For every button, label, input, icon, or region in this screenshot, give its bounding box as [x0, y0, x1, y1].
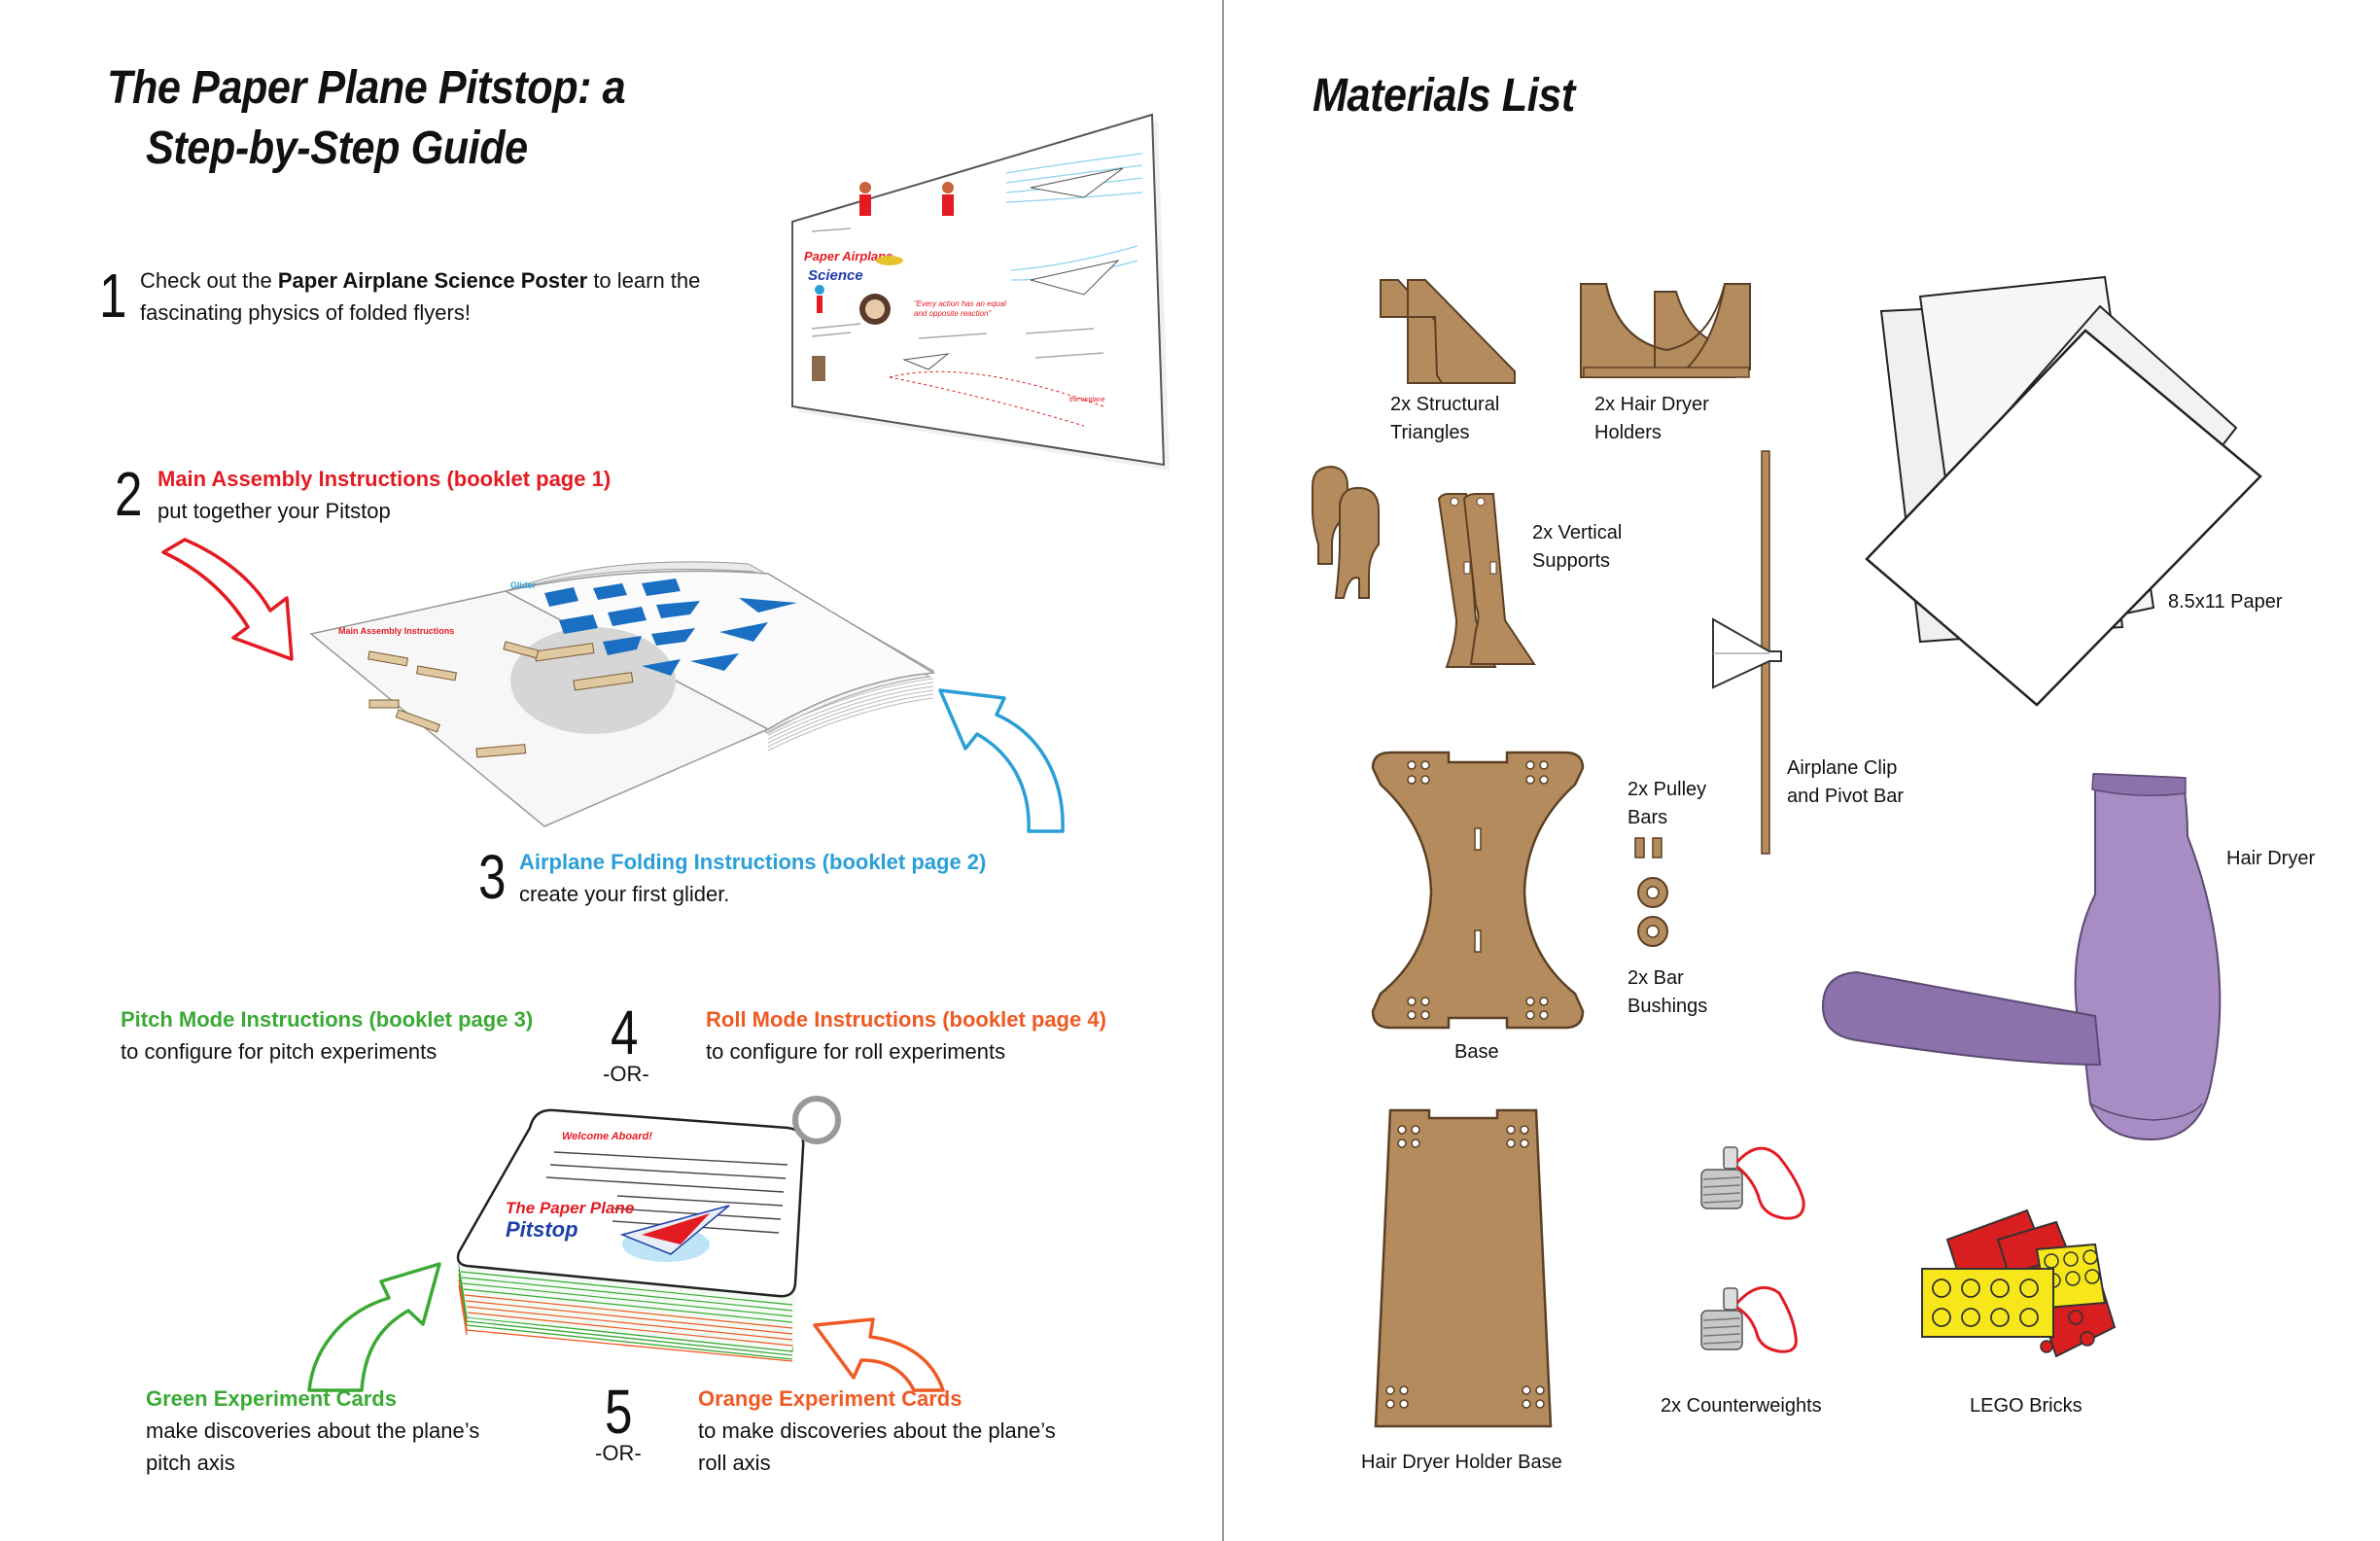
- step-5-orange-body1: to make discoveries about the plane’s: [698, 1418, 1056, 1443]
- step-2-heading: Main Assembly Instructions (booklet page…: [158, 467, 612, 491]
- pulley-bars-label-2: Bars: [1628, 807, 1668, 828]
- step-2-text: Main Assembly Instructions (booklet page…: [158, 463, 611, 527]
- lego-bricks-label: LEGO Bricks: [1970, 1395, 2082, 1417]
- structural-triangles-label-1: 2x Structural: [1390, 394, 1500, 415]
- step-5-orange-heading: Orange Experiment Cards: [698, 1386, 962, 1411]
- svg-text:“Every action has an equal: “Every action has an equal: [914, 299, 1006, 308]
- step-5-green-body1: make discoveries about the plane’s: [146, 1418, 480, 1443]
- step-5-green-text: Green Experiment Cards make discoveries …: [146, 1383, 479, 1479]
- step-5-green-heading: Green Experiment Cards: [146, 1386, 397, 1411]
- step-1-text-line2: fascinating physics of folded flyers!: [140, 300, 471, 325]
- structural-triangles-label-2: Triangles: [1390, 422, 1470, 443]
- step-4-pitch-body: to configure for pitch experiments: [121, 1039, 438, 1064]
- page-divider: [1222, 0, 1224, 1541]
- hair-dryer-holders-label-1: 2x Hair Dryer: [1594, 394, 1709, 415]
- pulley-bars-part: [1634, 837, 1662, 858]
- hair-dryer-holder-base-part: [1374, 1108, 1553, 1428]
- step-3-body: create your first glider.: [519, 882, 730, 906]
- red-arrow-icon: [161, 538, 294, 661]
- hair-dryer-label: Hair Dryer: [2226, 848, 2316, 869]
- blue-arrow-icon: [938, 688, 1065, 833]
- step-3-heading: Airplane Folding Instructions (booklet p…: [519, 850, 987, 874]
- svg-text:Glider: Glider: [510, 580, 537, 590]
- airplane-clip-label: Airplane Clip and Pivot Bar: [1787, 754, 1904, 811]
- guide-title-line2: Step-by-Step Guide: [146, 123, 528, 174]
- orange-arrow-icon: [813, 1317, 945, 1392]
- airplane-clip-label-2: and Pivot Bar: [1787, 786, 1905, 807]
- vertical-supports-label-1: 2x Vertical: [1532, 522, 1623, 543]
- paper-label: 8.5x11 Paper: [2168, 591, 2283, 613]
- step-1-text: Check out the Paper Airplane Science Pos…: [140, 264, 700, 329]
- poster-title-1: Paper Airplane: [804, 249, 892, 263]
- step-4-roll-text: Roll Mode Instructions (booklet page 4) …: [706, 1003, 1106, 1068]
- structural-triangles-part: [1380, 279, 1516, 384]
- bar-bushings-label-2: Bushings: [1628, 996, 1708, 1017]
- hair-dryer-holders-part: [1580, 283, 1751, 378]
- step-4-pitch-text: Pitch Mode Instructions (booklet page 3)…: [121, 1003, 533, 1068]
- airplane-clip-pivot-bar-part: [1712, 450, 1782, 855]
- hair-dryer-holders-label-2: Holders: [1594, 422, 1662, 443]
- svg-text:Main Assembly Instructions: Main Assembly Instructions: [338, 626, 454, 636]
- step-4-roll-heading: Roll Mode Instructions (booklet page 4): [706, 1007, 1106, 1032]
- svg-text:and opposite reaction”: and opposite reaction”: [914, 309, 992, 318]
- step-3-text: Airplane Folding Instructions (booklet p…: [519, 846, 986, 910]
- bar-bushings-part: [1637, 877, 1668, 947]
- base-part: [1371, 751, 1585, 1030]
- paper-stack-part: [1865, 275, 2262, 707]
- step-1-number: 1: [99, 261, 127, 331]
- step-4-pitch-heading: Pitch Mode Instructions (booklet page 3): [121, 1007, 534, 1032]
- poster-title-2: Science: [808, 267, 863, 284]
- vertical-supports-label-2: Supports: [1532, 550, 1611, 572]
- step-1-text-post: to learn the: [587, 268, 701, 293]
- science-poster-illustration: Paper Airplane Science “Every action has…: [791, 113, 1170, 471]
- bar-bushings-label-1: 2x Bar: [1628, 967, 1684, 989]
- step-4-number: 4: [611, 998, 639, 1068]
- lego-bricks-part: [1921, 1208, 2117, 1358]
- experiment-cards-illustration: Welcome Aboard! The Paper Plane Pitstop: [456, 1096, 841, 1362]
- step-5-or: -OR-: [595, 1441, 642, 1465]
- materials-title: Materials List: [1312, 70, 1575, 122]
- assembly-booklet-illustration: Main Assembly Instructions Glider: [309, 561, 936, 827]
- step-4-roll-body: to configure for roll experiments: [706, 1039, 1006, 1064]
- base-label: Base: [1454, 1041, 1499, 1063]
- pulley-bars-label-1: 2x Pulley: [1628, 779, 1707, 800]
- cards-corner-title: Welcome Aboard!: [562, 1131, 652, 1142]
- counterweights-part: [1700, 1146, 1805, 1353]
- step-1-poster-name: Paper Airplane Science Poster: [277, 268, 588, 293]
- step-4-or: -OR-: [603, 1062, 649, 1086]
- step-5-orange-body2: roll axis: [698, 1451, 771, 1475]
- step-5-green-body2: pitch axis: [146, 1451, 235, 1475]
- step-3-number: 3: [478, 842, 507, 912]
- airplane-clip-label-1: Airplane Clip: [1787, 757, 1898, 779]
- step-5-orange-text: Orange Experiment Cards to make discover…: [698, 1383, 1056, 1479]
- hair-dryer-part: [1821, 772, 2222, 1141]
- green-arrow-icon: [307, 1262, 441, 1392]
- hair-dryer-holder-base-label: Hair Dryer Holder Base: [1361, 1452, 1562, 1473]
- step-2-body: put together your Pitstop: [158, 499, 391, 523]
- step-5-number: 5: [605, 1377, 633, 1447]
- vertical-supports-part: [1437, 493, 1536, 668]
- step-2-number: 2: [115, 459, 143, 529]
- cards-title-2: Pitstop: [506, 1217, 578, 1242]
- guide-title-line1: The Paper Plane Pitstop: a: [107, 62, 626, 114]
- cards-title-1: The Paper Plane: [506, 1199, 634, 1217]
- small-clip-parts: [1312, 465, 1380, 599]
- step-1-text-pre: Check out the: [140, 268, 278, 293]
- svg-text:the airplane: the airplane: [1069, 397, 1105, 403]
- counterweights-label: 2x Counterweights: [1661, 1395, 1822, 1417]
